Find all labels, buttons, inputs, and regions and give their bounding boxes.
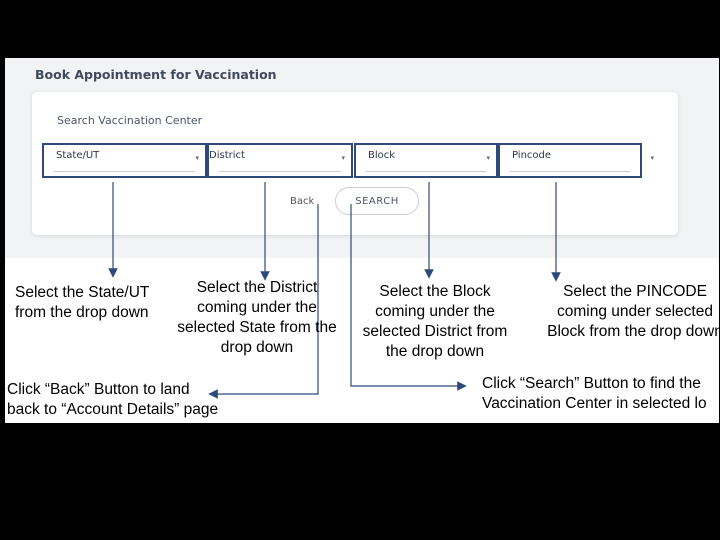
chevron-down-icon: ▾ — [486, 155, 490, 162]
back-link[interactable]: Back — [290, 196, 315, 207]
pincode-dropdown-label: Pincode — [512, 150, 552, 161]
search-card: Search Vaccination Center State/UT ▾ Dis… — [32, 92, 678, 235]
dropdown-underline — [510, 171, 630, 172]
chevron-down-icon: ▾ — [650, 155, 654, 162]
district-annotation: Select the District coming under the sel… — [177, 279, 337, 356]
pincode-annotation: Select the PINCODE coming under selected… — [547, 283, 719, 340]
dropdown-underline — [366, 171, 486, 172]
district-dropdown[interactable]: District ▾ — [207, 143, 353, 178]
block-annotation: Select the Block coming under the select… — [362, 283, 508, 360]
block-dropdown-label: Block — [368, 150, 396, 161]
card-title: Search Vaccination Center — [57, 114, 203, 127]
state-annotation: Select the State/UT from the drop down — [15, 284, 150, 321]
dropdown-underline — [219, 171, 341, 172]
dropdown-underline — [54, 171, 195, 172]
search-annotation: Click “Search” Button to find the Vaccin… — [482, 375, 707, 412]
pincode-dropdown[interactable]: Pincode ▾ — [498, 143, 654, 178]
page-title: Book Appointment for Vaccination — [35, 67, 277, 82]
search-arrow — [350, 204, 467, 391]
callout-arrows — [108, 182, 561, 399]
search-button[interactable]: SEARCH — [335, 187, 419, 215]
chevron-down-icon: ▾ — [341, 155, 345, 162]
block-dropdown[interactable]: Block ▾ — [354, 143, 498, 178]
back-arrow — [208, 204, 319, 399]
district-dropdown-label: District — [209, 150, 245, 161]
app-screenshot-panel: Book Appointment for Vaccination Search … — [5, 58, 719, 258]
state-dropdown-label: State/UT — [56, 150, 100, 161]
state-dropdown[interactable]: State/UT ▾ — [42, 143, 207, 178]
back-annotation: Click “Back” Button to land back to “Acc… — [7, 381, 219, 418]
chevron-down-icon: ▾ — [195, 155, 199, 162]
tutorial-slide: Book Appointment for Vaccination Search … — [5, 58, 719, 423]
